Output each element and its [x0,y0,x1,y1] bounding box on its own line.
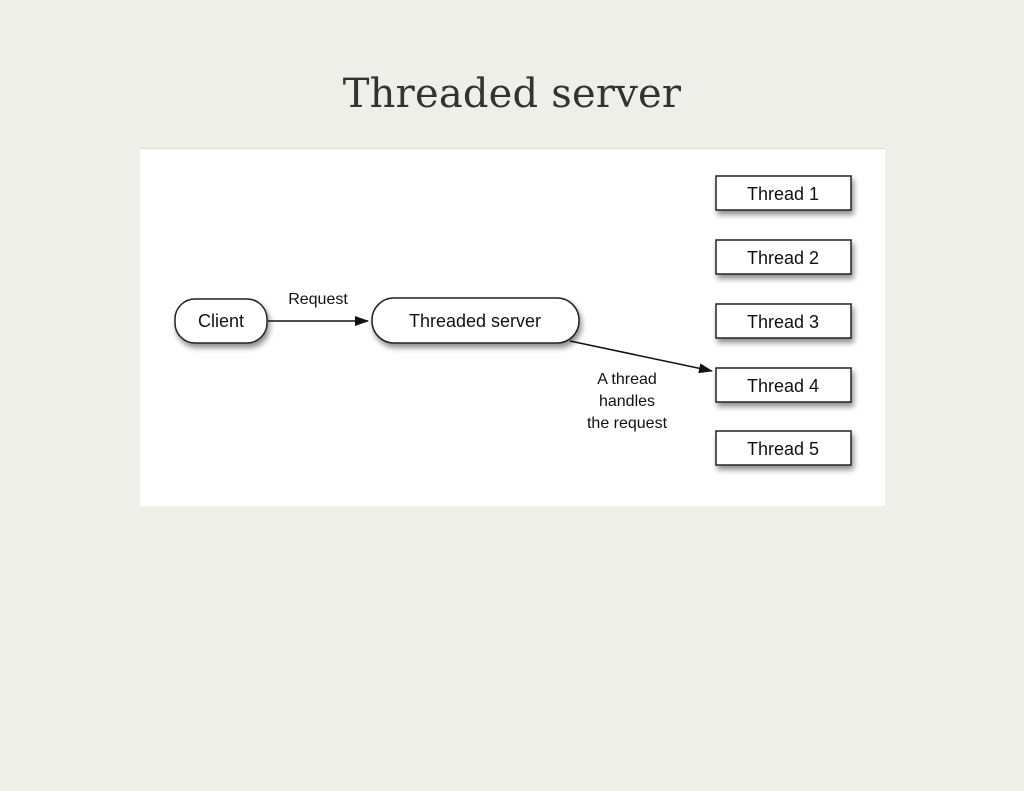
threaded-server-label: Threaded server [409,311,541,331]
threaded-server-node: Threaded server [371,297,580,344]
request-label: Request [288,291,348,308]
handler-arrow [569,340,713,374]
thread-label-4: Thread 4 [747,376,819,396]
threaded-server-diagram: Client Request Threaded server A thread … [174,175,852,466]
thread-box-3: Thread 3 [715,303,852,339]
client-node: Client [174,298,268,344]
handler-label-line-2: handles [599,393,655,410]
thread-label-2: Thread 2 [747,248,819,268]
slide-title: Threaded server [342,71,682,117]
handler-label-line-3: the request [587,415,668,432]
client-label: Client [198,311,244,331]
handler-label-line-1: A thread [597,371,657,388]
thread-label-3: Thread 3 [747,312,819,332]
diagram-panel: Client Request Threaded server A thread … [140,148,885,506]
thread-label-5: Thread 5 [747,439,819,459]
thread-box-2: Thread 2 [715,239,852,275]
thread-box-5: Thread 5 [715,430,852,466]
thread-label-1: Thread 1 [747,184,819,204]
thread-box-4: Thread 4 [715,367,852,403]
thread-box-1: Thread 1 [715,175,852,211]
